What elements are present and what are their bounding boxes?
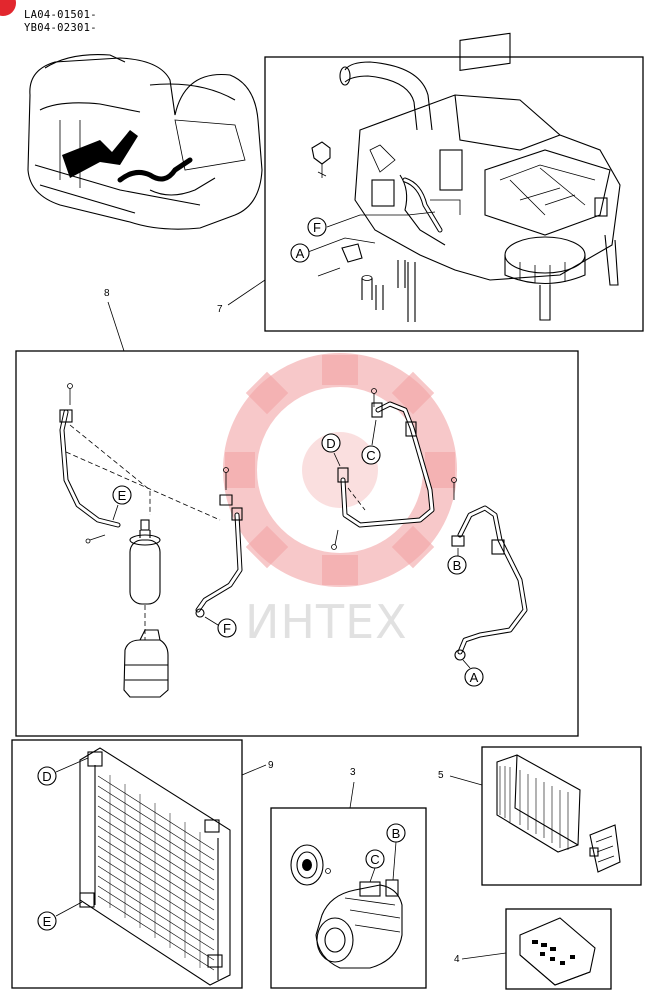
part-number-3: 3	[350, 767, 356, 778]
part-number-4: 4	[454, 954, 460, 965]
model-code-2: YB04-02301-	[24, 22, 97, 34]
piping-group-frame: 8 E F	[15, 288, 579, 737]
watermark-logo: ИНТЕХ	[223, 353, 457, 649]
callout-condenser-D: D	[42, 769, 51, 784]
part-number-7: 7	[217, 304, 223, 315]
callout-pipe-D: D	[326, 436, 335, 451]
condenser-frame: 9	[11, 739, 274, 989]
model-code-1: LA04-01501-	[24, 9, 97, 21]
callout-pipe-E: E	[118, 488, 127, 503]
callout-pipe-A: A	[470, 670, 479, 685]
callout-heater-A: A	[296, 246, 305, 261]
air-filter-frame: 5	[438, 746, 642, 886]
callout-heater-F: F	[313, 220, 321, 235]
callout-compressor-C: C	[370, 852, 379, 867]
part-number-5: 5	[438, 770, 444, 781]
watermark-text: ИНТЕХ	[245, 595, 408, 649]
control-panel-frame: 4	[454, 908, 612, 990]
corner-accent-badge	[0, 0, 16, 16]
compressor-frame: 3 B C	[270, 767, 427, 989]
callout-condenser-E: E	[43, 914, 52, 929]
machine-location-sketch	[27, 54, 263, 230]
part-number-8: 8	[104, 288, 110, 299]
callout-compressor-B: B	[392, 826, 401, 841]
part-number-9: 9	[268, 760, 274, 771]
callout-pipe-B: B	[453, 558, 462, 573]
evaporator-unit-frame: 7	[217, 32, 644, 332]
callout-pipe-C: C	[366, 448, 375, 463]
callout-pipe-F: F	[223, 621, 231, 636]
